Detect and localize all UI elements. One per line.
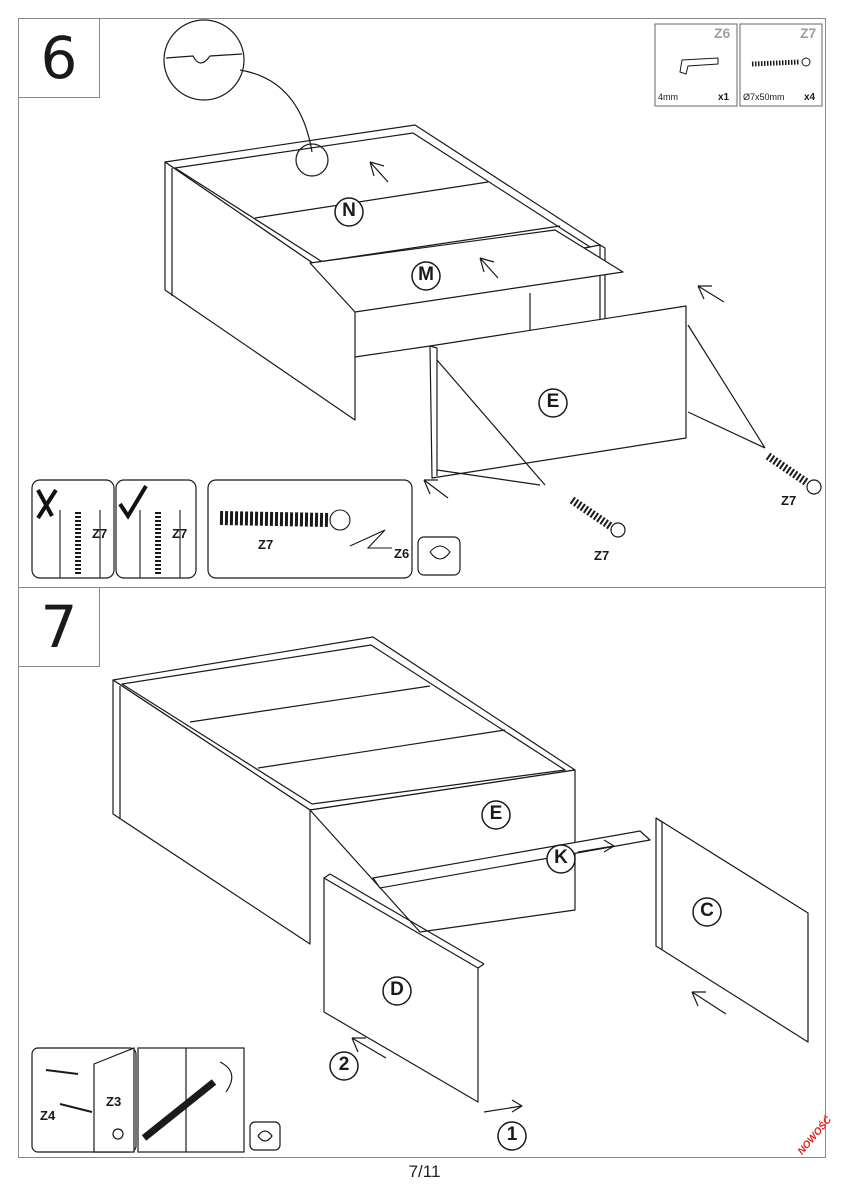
label-n: N — [342, 200, 356, 221]
label-e-step7: E — [489, 803, 503, 824]
label-e: E — [546, 391, 560, 412]
page-frame — [18, 18, 826, 1158]
label-c: C — [700, 900, 714, 921]
dowel-z4-label: Z4 — [40, 1108, 56, 1123]
order-2: 2 — [338, 1054, 350, 1075]
wrong-z7-label: Z7 — [92, 526, 108, 541]
screw-a-z7-label: Z7 — [594, 548, 610, 563]
page-number: 7/11 — [408, 1162, 441, 1181]
step-6-number: 6 — [18, 18, 100, 98]
step-7-number: 7 — [18, 587, 100, 667]
z7-qty: x4 — [804, 92, 816, 103]
z6-qty: x1 — [718, 92, 730, 103]
z7-spec: Ø7x50mm — [743, 92, 785, 102]
z7-code: Z7 — [800, 25, 817, 41]
cam-z3-label: Z3 — [106, 1094, 122, 1109]
z6-code: Z6 — [714, 25, 731, 41]
z6-spec: 4mm — [658, 92, 678, 102]
section-divider — [18, 587, 826, 588]
label-m: M — [418, 264, 434, 285]
screw-z7-label: Z7 — [258, 537, 274, 552]
label-d: D — [390, 979, 404, 1000]
right-z7-label: Z7 — [172, 526, 188, 541]
screw-b-z7-label: Z7 — [781, 493, 797, 508]
label-k: K — [554, 847, 568, 868]
order-1: 1 — [506, 1124, 518, 1145]
key-z6-label: Z6 — [394, 546, 410, 561]
